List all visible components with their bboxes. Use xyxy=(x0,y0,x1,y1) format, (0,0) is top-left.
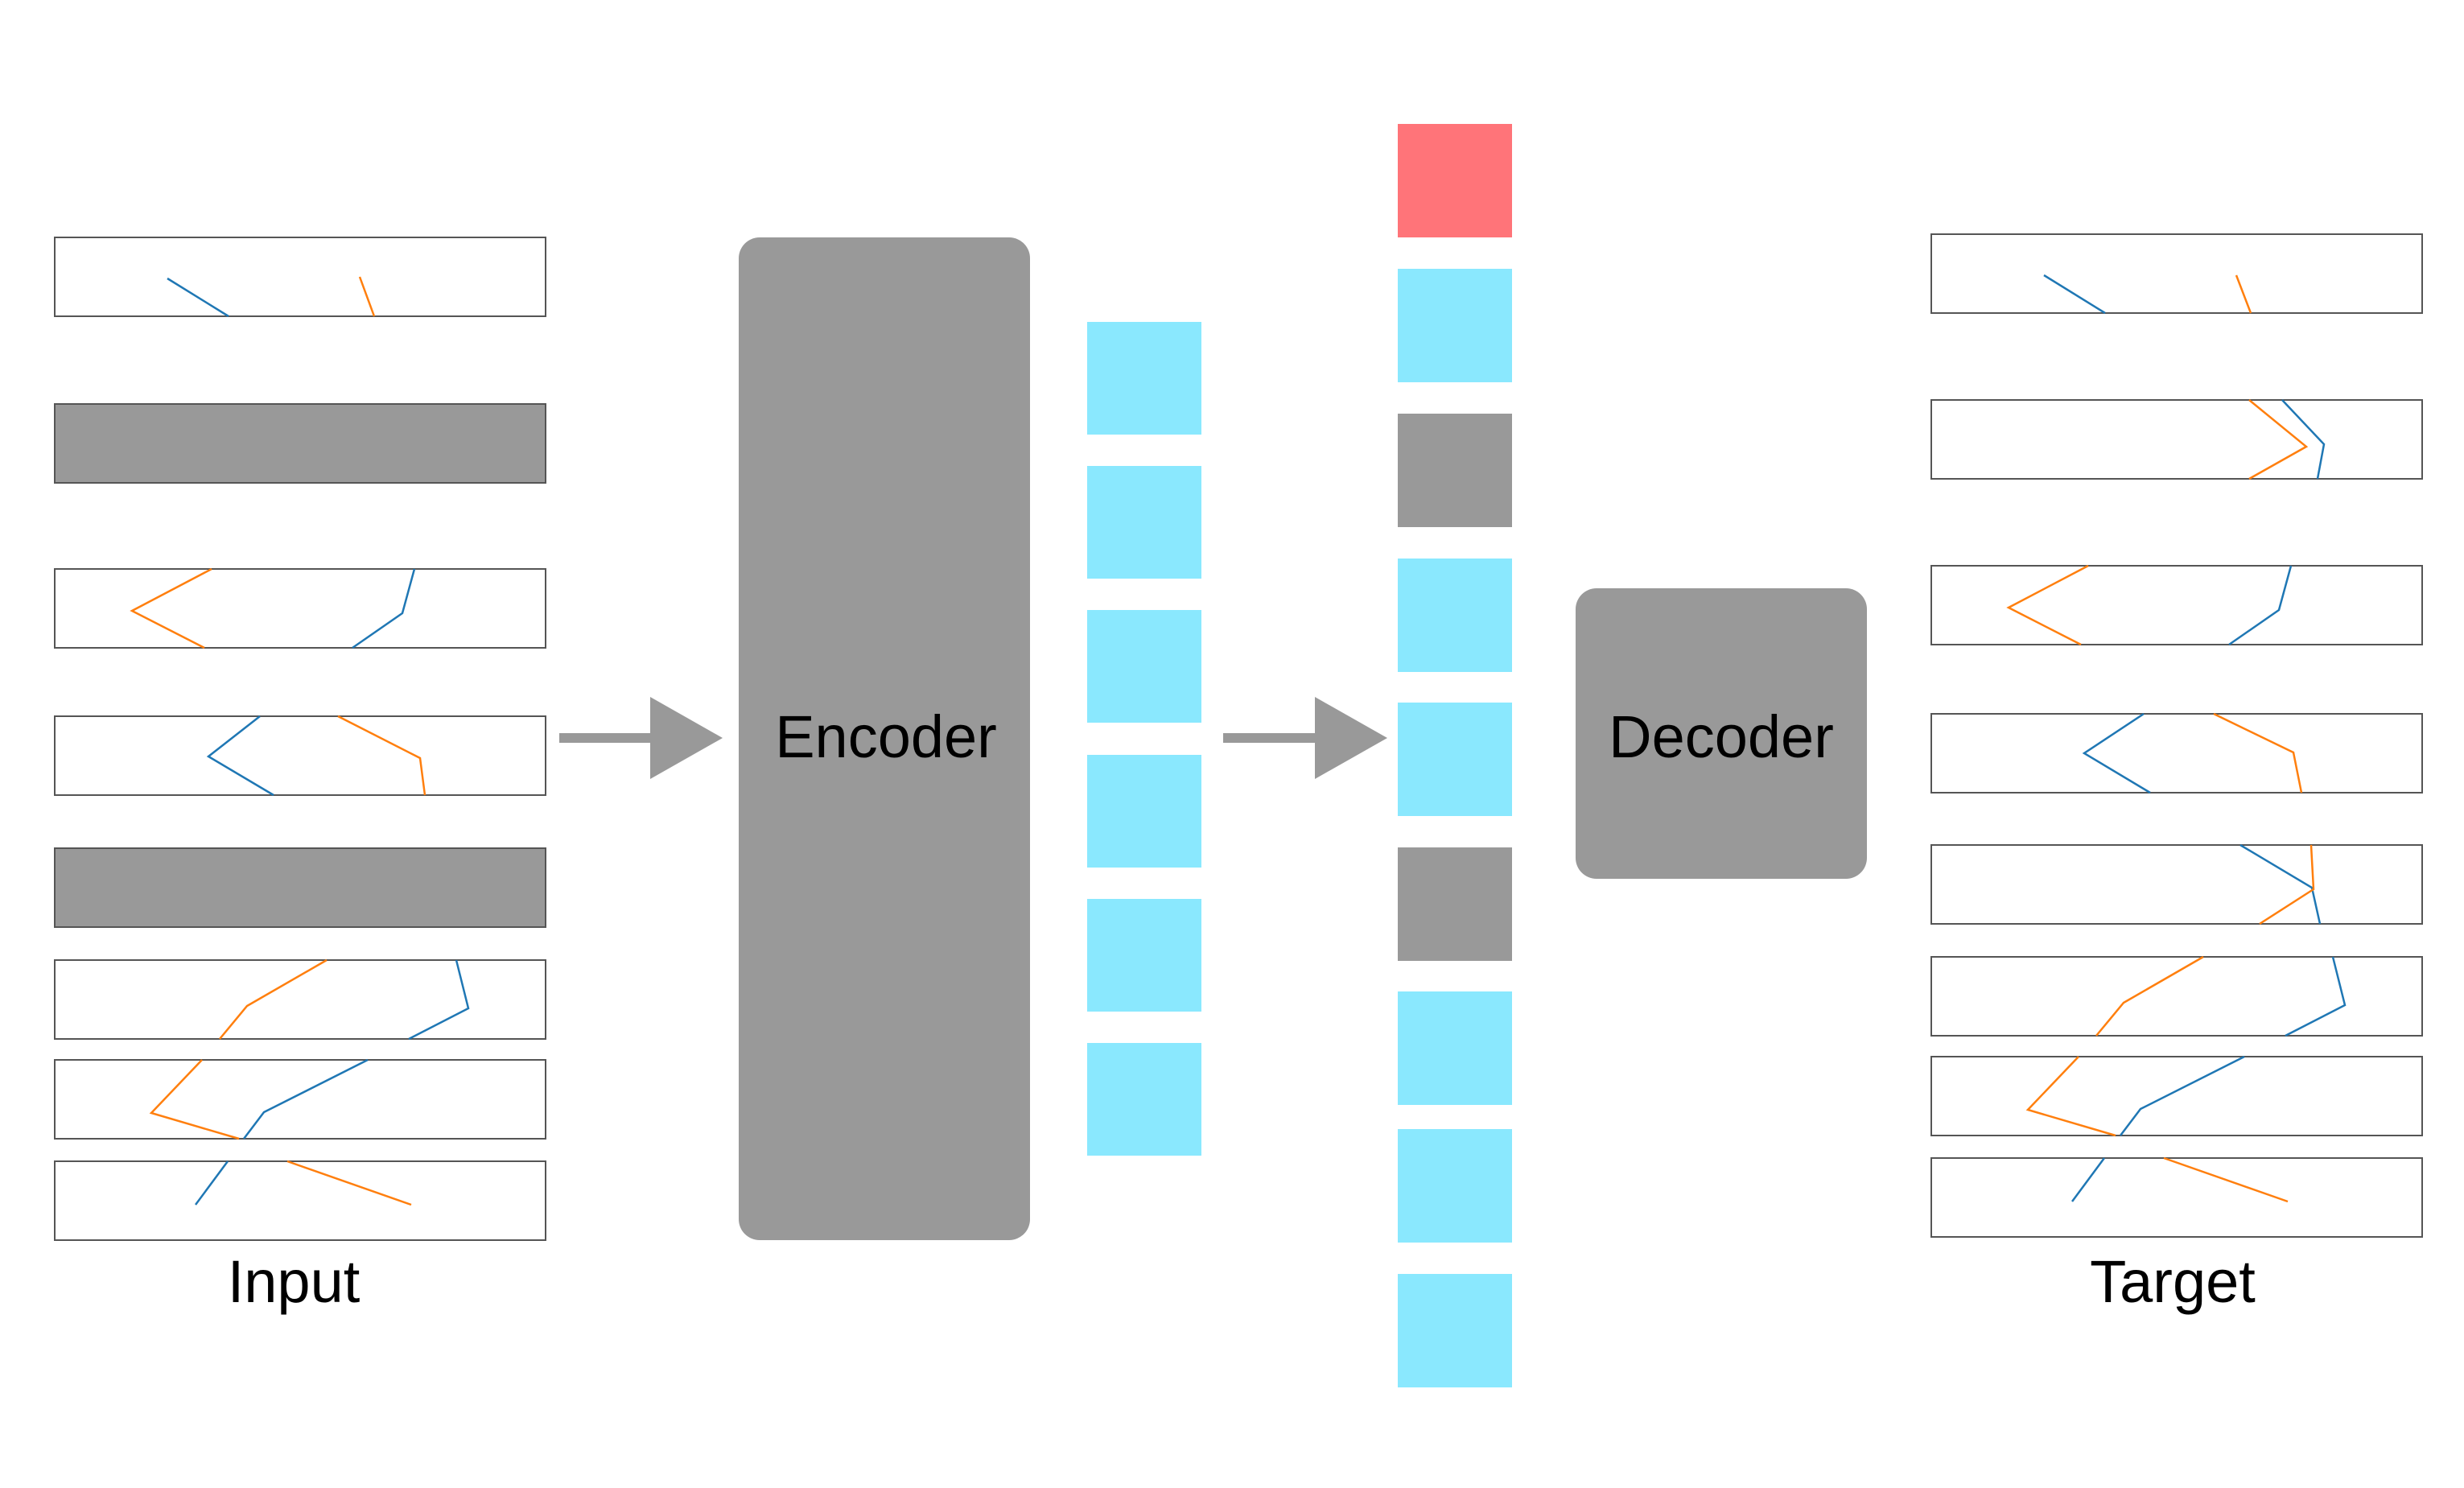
target-frames xyxy=(1930,233,2423,1238)
frame-border xyxy=(54,1160,546,1241)
target-frame-4 xyxy=(1930,712,2423,794)
input-frame-5-masked xyxy=(54,847,546,928)
input-label: Input xyxy=(228,1248,361,1315)
blue-trajectory xyxy=(2082,712,2151,794)
orange-trajectory xyxy=(130,567,212,649)
target-frame-6 xyxy=(1930,955,2423,1037)
orange-trajectory xyxy=(2259,844,2315,925)
frame-border xyxy=(1930,956,2423,1037)
target-label: Target xyxy=(2090,1248,2256,1315)
arrow-input-to-encoder xyxy=(559,697,723,779)
blue-trajectory xyxy=(2071,1157,2106,1202)
orange-trajectory xyxy=(2248,399,2309,480)
mask-token-red xyxy=(1398,124,1512,237)
orange-trajectory xyxy=(358,276,376,317)
latent-token-6 xyxy=(1087,1043,1201,1156)
blue-trajectory xyxy=(408,959,470,1041)
blue-trajectory xyxy=(2285,956,2347,1037)
orange-trajectory xyxy=(2235,274,2252,314)
latent-tokens xyxy=(1087,322,1201,1156)
orange-trajectory xyxy=(2095,955,2204,1037)
encoder-box xyxy=(739,237,1030,1240)
blue-trajectory xyxy=(167,277,229,318)
frame-border xyxy=(54,959,546,1040)
orange-trajectory xyxy=(219,958,328,1040)
orange-trajectory xyxy=(286,1160,412,1206)
decoder-token-9 xyxy=(1398,1274,1512,1387)
input-frame-8 xyxy=(54,1160,546,1241)
target-frame-8 xyxy=(1930,1156,2423,1238)
frame-border xyxy=(1930,565,2423,645)
frame-border xyxy=(54,237,546,317)
input-frame-1 xyxy=(54,237,546,318)
blue-trajectory xyxy=(243,1058,369,1140)
decoder-label: Decoder xyxy=(1609,703,1834,770)
blue-trajectory xyxy=(206,715,274,797)
orange-trajectory xyxy=(149,1059,240,1140)
latent-token-3 xyxy=(1087,610,1201,723)
target-frame-3 xyxy=(1930,564,2423,646)
orange-trajectory xyxy=(2025,1056,2116,1137)
orange-trajectory xyxy=(2006,564,2089,646)
blue-trajectory xyxy=(2281,399,2326,480)
arrow-head xyxy=(650,697,723,779)
target-frame-7 xyxy=(1930,1055,2423,1137)
latent-token-5 xyxy=(1087,899,1201,1012)
frame-border xyxy=(1930,844,2423,925)
masked-frame xyxy=(54,847,546,928)
encoder-label: Encoder xyxy=(775,703,997,770)
target-frame-2 xyxy=(1930,399,2423,480)
blue-trajectory xyxy=(2239,843,2322,925)
blue-trajectory xyxy=(352,568,416,649)
input-frame-3 xyxy=(54,567,546,649)
frame-border xyxy=(1930,399,2423,480)
input-frame-7 xyxy=(54,1058,546,1140)
decoder-input-tokens xyxy=(1398,124,1512,1387)
encoder-block: Encoder xyxy=(739,237,1030,1240)
input-frames xyxy=(54,237,546,1241)
frame-border xyxy=(54,715,546,796)
frame-border xyxy=(1930,233,2423,314)
frame-border xyxy=(1930,1157,2423,1238)
arrow-shaft xyxy=(1223,733,1320,743)
decoder-token-7 xyxy=(1398,991,1512,1105)
blue-trajectory xyxy=(2120,1055,2245,1136)
blue-trajectory xyxy=(194,1160,229,1206)
decoder-token-8 xyxy=(1398,1129,1512,1243)
frame-border xyxy=(1930,713,2423,793)
latent-token-4 xyxy=(1087,755,1201,868)
masked-token-6 xyxy=(1398,847,1512,961)
masked-frame xyxy=(54,403,546,484)
decoder-box xyxy=(1576,588,1867,879)
arrow-shaft xyxy=(559,733,656,743)
target-frame-5 xyxy=(1930,843,2423,925)
target-frame-1 xyxy=(1930,233,2423,315)
input-frame-6 xyxy=(54,958,546,1041)
latent-token-1 xyxy=(1087,322,1201,435)
decoder-token-5 xyxy=(1398,703,1512,816)
orange-trajectory xyxy=(2213,712,2303,793)
arrow-latent-to-decoder xyxy=(1223,697,1387,779)
input-frame-4 xyxy=(54,715,546,797)
latent-token-2 xyxy=(1087,466,1201,579)
blue-trajectory xyxy=(2228,565,2293,646)
decoder-token-2 xyxy=(1398,269,1512,382)
blue-trajectory xyxy=(2043,274,2106,315)
decoder-block: Decoder xyxy=(1576,588,1867,879)
frame-border xyxy=(54,568,546,649)
arrow-head xyxy=(1315,697,1387,779)
decoder-token-4 xyxy=(1398,559,1512,672)
masked-token-3 xyxy=(1398,414,1512,527)
orange-trajectory xyxy=(337,715,426,796)
orange-trajectory xyxy=(2163,1156,2289,1203)
frame-border xyxy=(1930,1056,2423,1136)
frame-border xyxy=(54,1059,546,1140)
input-frame-2-masked xyxy=(54,403,546,484)
